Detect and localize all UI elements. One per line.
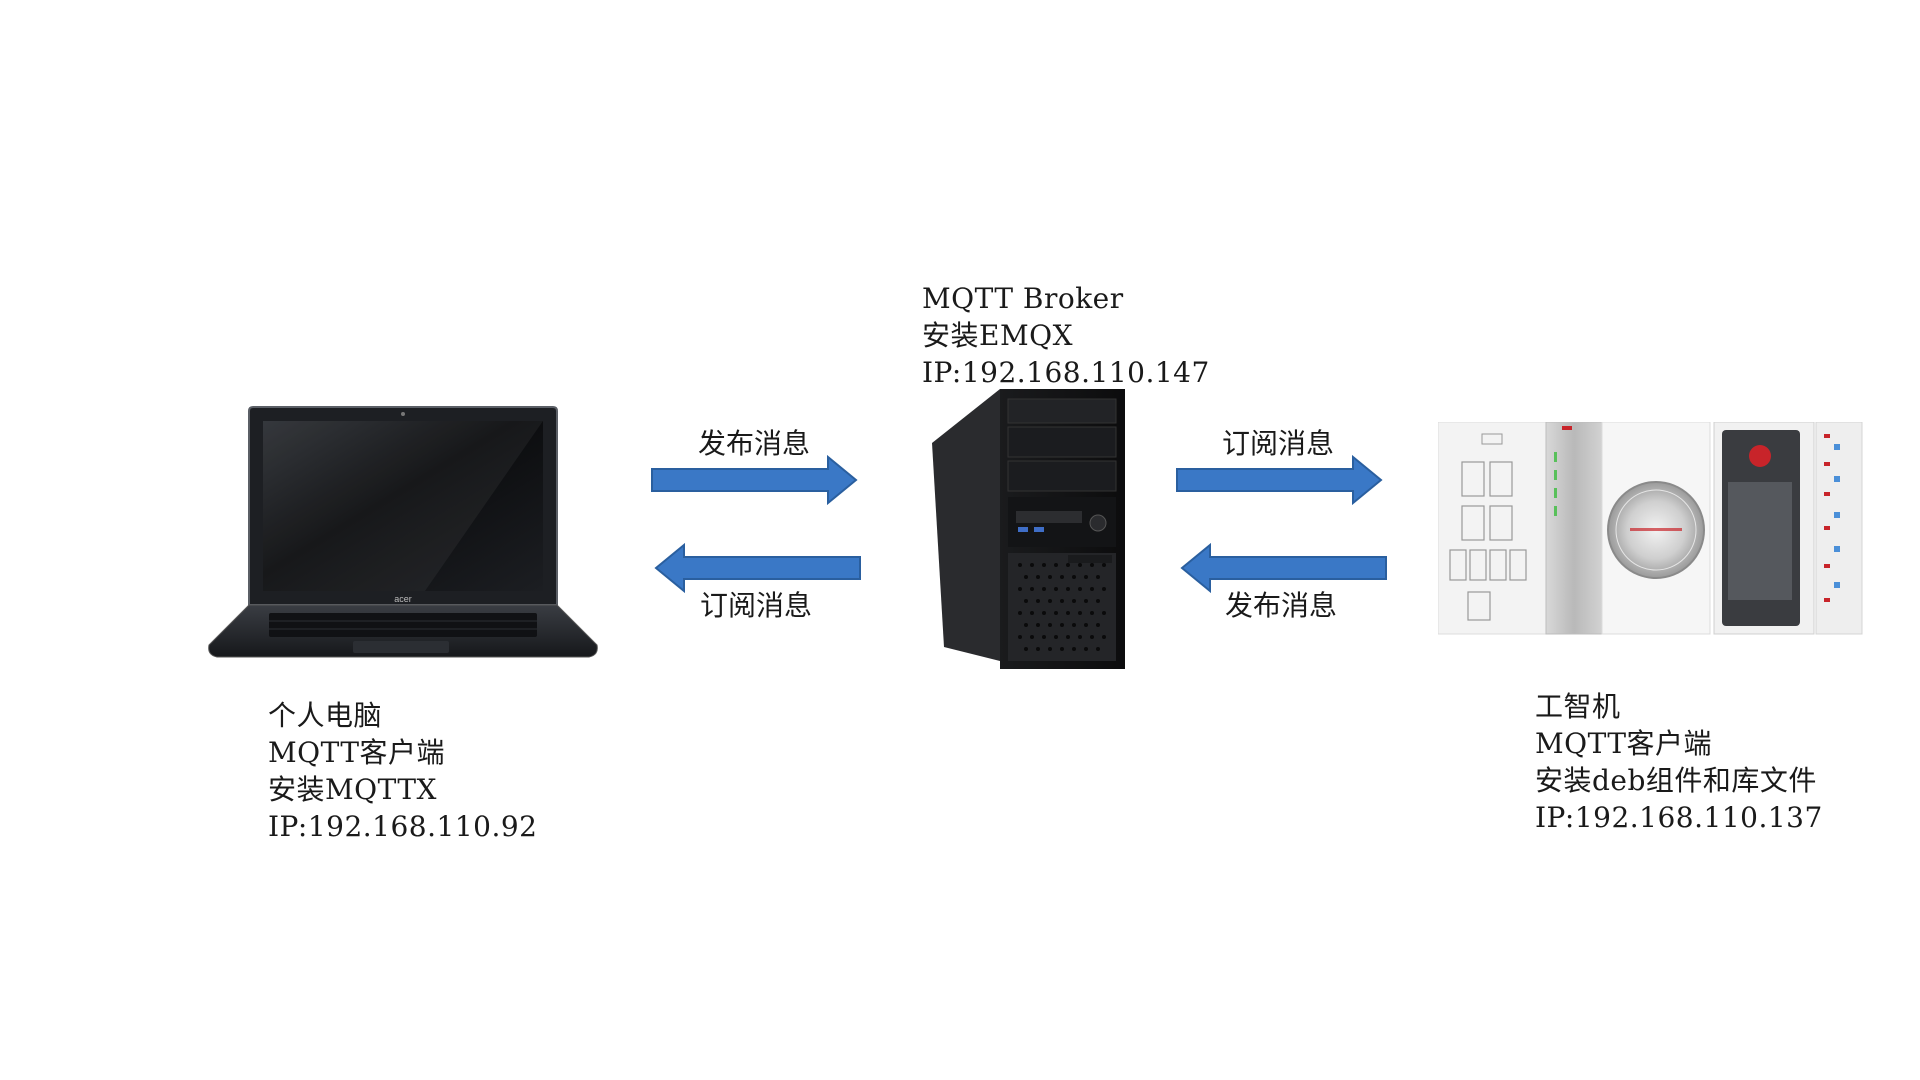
ipc-role: MQTT客户端 bbox=[1535, 727, 1712, 760]
broker-to-ipc-label: 订阅消息 bbox=[1222, 427, 1335, 460]
left-arrow-icon bbox=[654, 543, 861, 593]
broker-to-pc-label: 订阅消息 bbox=[700, 589, 813, 622]
broker-software: 安装EMQX bbox=[922, 319, 1073, 352]
pc-title: 个人电脑 bbox=[268, 699, 383, 732]
pc-software: 安装MQTTX bbox=[268, 773, 437, 806]
right-arrow-icon bbox=[1176, 455, 1383, 505]
ipc-ip: IP:192.168.110.137 bbox=[1535, 801, 1823, 834]
broker-info: MQTT Broker 安装EMQX IP:192.168.110.147 bbox=[922, 280, 1210, 391]
ipc-title: 工智机 bbox=[1535, 690, 1621, 723]
ipc-to-broker-label: 发布消息 bbox=[1225, 589, 1338, 622]
industrial-pc-icon bbox=[1438, 422, 1863, 635]
laptop-icon: acer bbox=[208, 406, 598, 658]
broker-title: MQTT Broker bbox=[922, 282, 1124, 315]
ipc-software: 安装deb组件和库文件 bbox=[1535, 764, 1817, 797]
pc-to-broker-label: 发布消息 bbox=[698, 427, 811, 460]
tower-server-icon bbox=[932, 389, 1125, 669]
pc-ip: IP:192.168.110.92 bbox=[268, 810, 538, 843]
broker-ip: IP:192.168.110.147 bbox=[922, 356, 1210, 389]
left-arrow-icon bbox=[1180, 543, 1387, 593]
right-arrow-icon bbox=[651, 455, 858, 505]
svg-text:acer: acer bbox=[394, 594, 412, 604]
pc-info: 个人电脑 MQTT客户端 安装MQTTX IP:192.168.110.92 bbox=[268, 697, 538, 845]
ipc-info: 工智机 MQTT客户端 安装deb组件和库文件 IP:192.168.110.1… bbox=[1535, 688, 1823, 836]
pc-role: MQTT客户端 bbox=[268, 736, 445, 769]
